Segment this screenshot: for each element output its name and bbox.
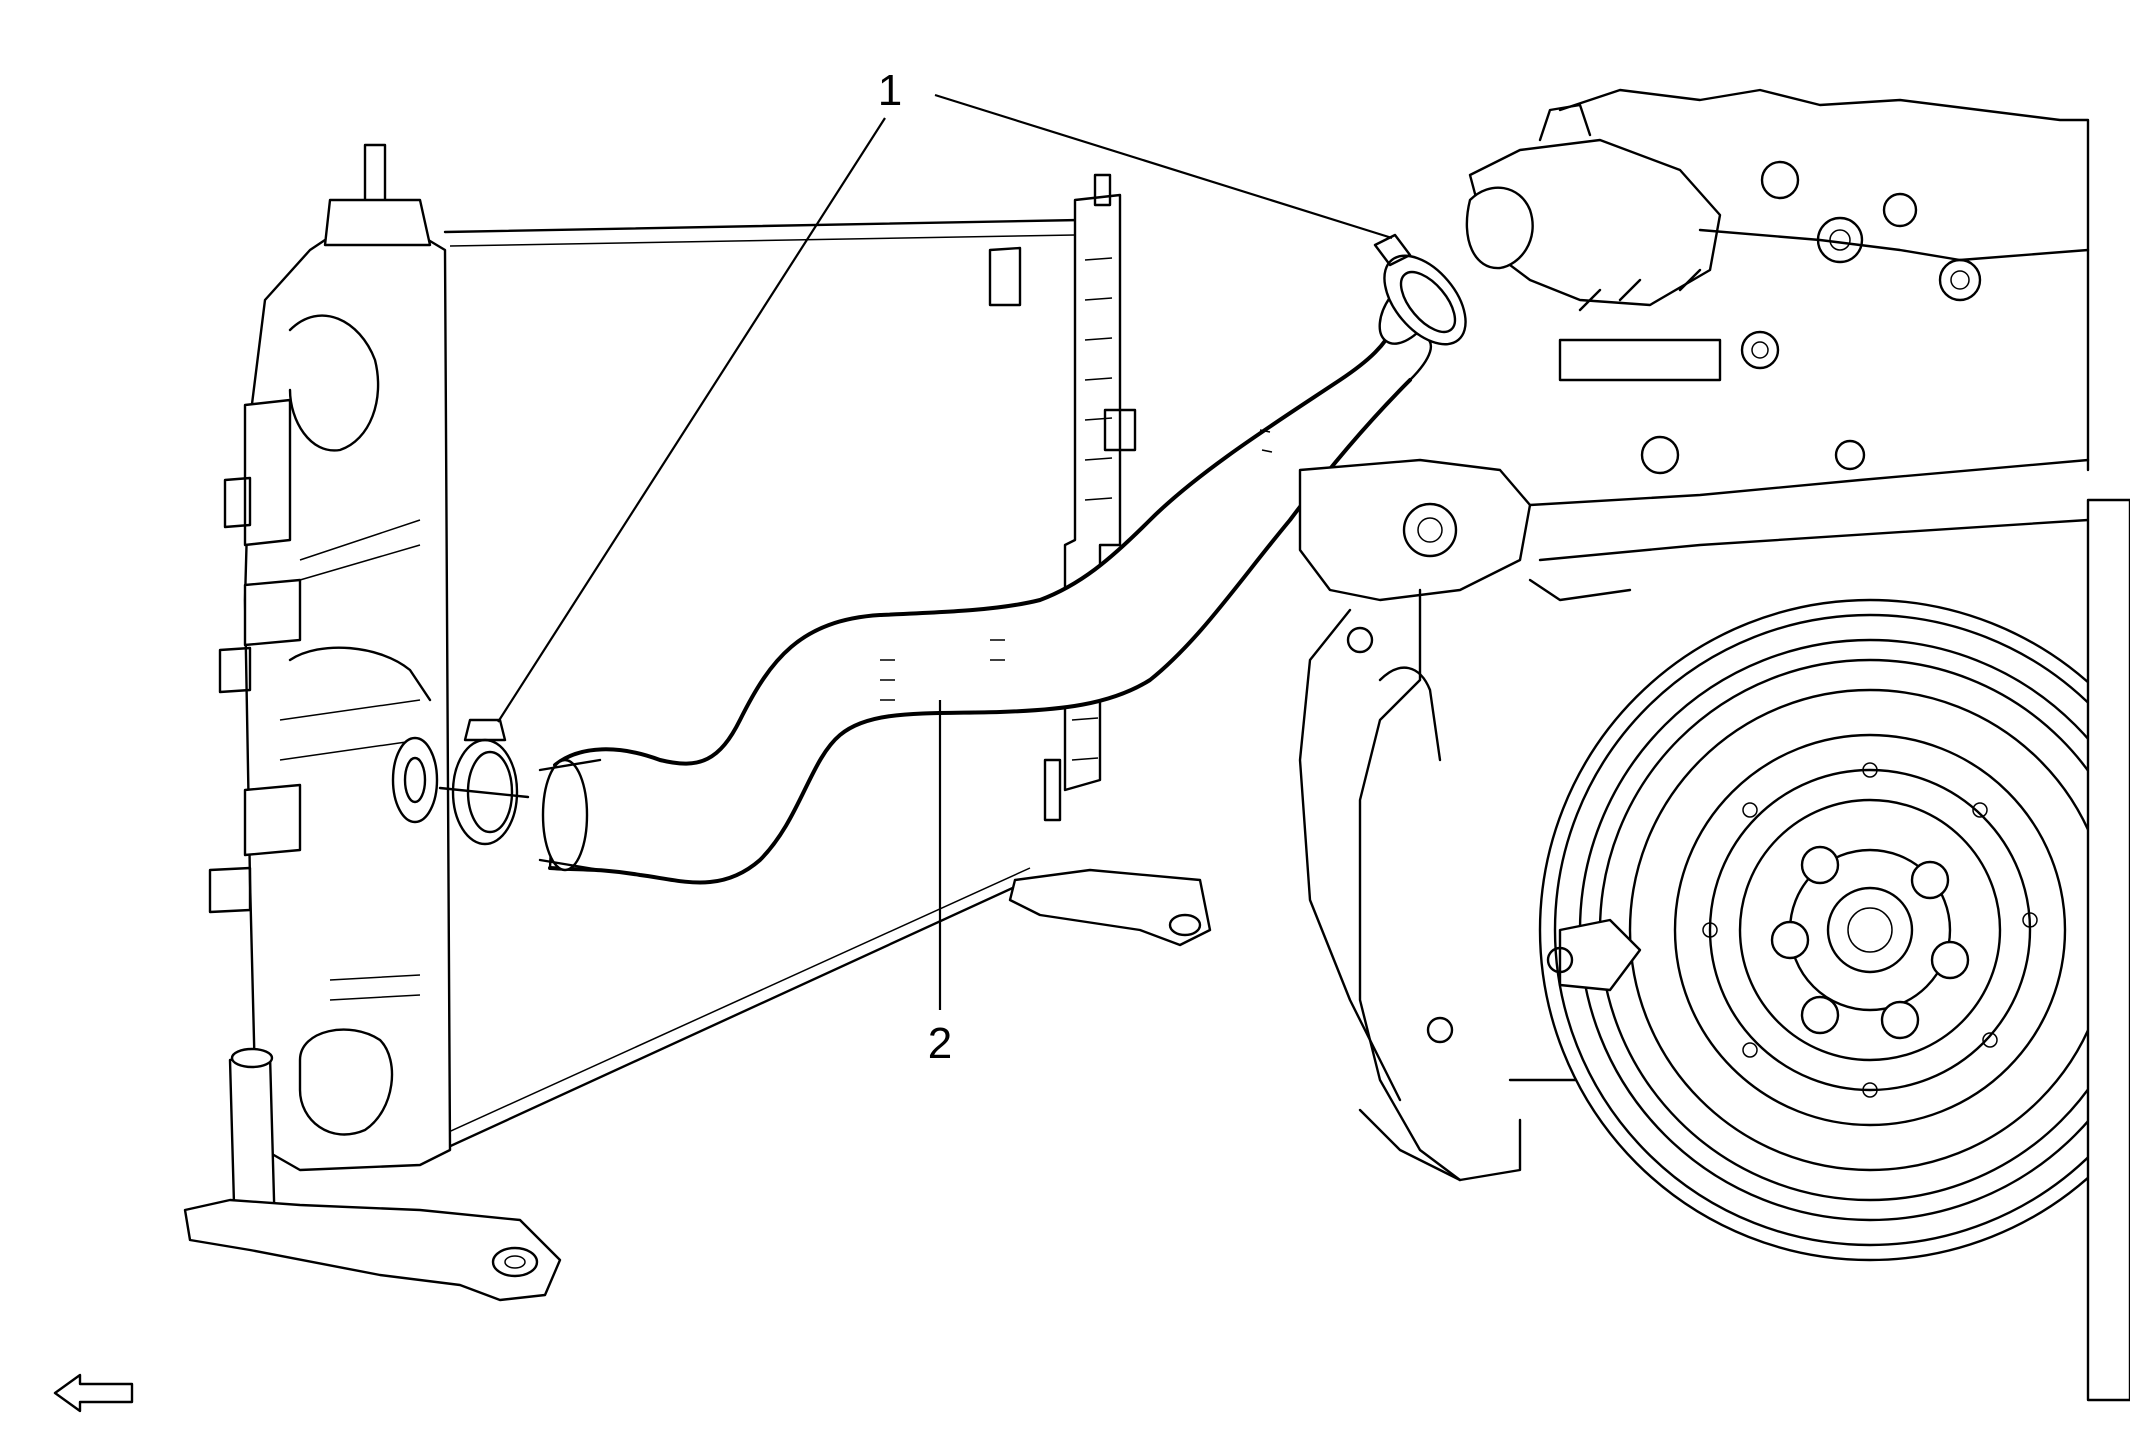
radiator-left-tank [183,143,562,1302]
callout-2-hose: 2 [928,1019,952,1068]
radiator-hose [538,275,1438,885]
flywheel [1538,498,2130,1402]
leader-lines [497,93,1393,1010]
upper-hose-clamp [1373,233,1467,346]
lower-hose-clamp [438,718,530,846]
engine-assembly [1298,88,2090,1182]
front-direction-arrow-icon [53,1373,134,1413]
callout-1-clamp: 1 [878,66,902,115]
